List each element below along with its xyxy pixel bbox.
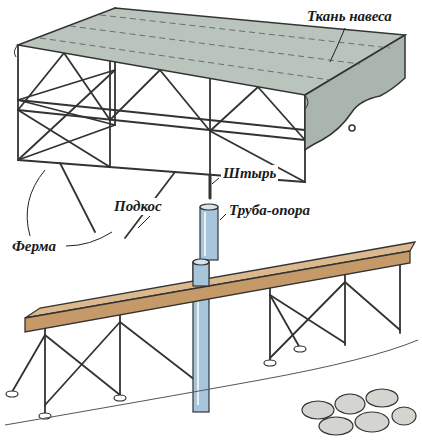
pin (209, 175, 212, 198)
bench-legs (120, 322, 195, 380)
truss-frame (210, 87, 258, 131)
bench-legs (12, 335, 45, 392)
truss-frame (160, 70, 210, 131)
truss-frame (18, 110, 110, 167)
bench-legs (270, 282, 345, 358)
stones (392, 407, 416, 425)
part-label: Ферма (10, 238, 58, 255)
truss-frame (18, 70, 115, 100)
leader-line (66, 232, 112, 246)
bench-legs (399, 264, 401, 333)
leader-line (27, 170, 45, 236)
truss-frame (18, 53, 64, 110)
stones (302, 389, 416, 435)
truss-frame (209, 78, 211, 175)
stones (335, 394, 365, 414)
leader-line (220, 214, 226, 220)
bench-plank (25, 242, 415, 332)
leader-line (212, 178, 219, 184)
bench-legs (45, 335, 120, 395)
truss-frame (17, 45, 19, 160)
bench-legs (345, 282, 400, 330)
truss-frame (110, 70, 160, 120)
canopy-fabric (349, 125, 355, 131)
ground-stake (114, 395, 126, 401)
truss-frame (18, 125, 115, 160)
canopy-fabric (14, 8, 405, 150)
part-label: Подкос (112, 198, 164, 215)
support-pipe-upper (200, 207, 218, 260)
leader-line (138, 216, 150, 228)
ground-stake (264, 360, 276, 366)
bench-legs (45, 322, 120, 405)
canopy-fabric (14, 45, 308, 109)
part-label: Штырь (221, 165, 278, 182)
support-pipe-upper (200, 204, 218, 210)
bench-legs (344, 274, 346, 345)
bench-legs (270, 295, 300, 348)
truss-frame (210, 131, 305, 182)
truss-frame (258, 87, 305, 140)
support-pipe-top (193, 259, 209, 286)
pin (209, 175, 212, 198)
stones (355, 412, 389, 432)
truss-frame (64, 53, 110, 120)
support-pipe-top (193, 259, 209, 265)
part-label: Ткань навеса (305, 8, 394, 25)
bench-legs (44, 328, 46, 415)
truss-frame (109, 61, 111, 167)
support-pipe-upper (200, 204, 218, 260)
part-label: Труба-опора (227, 202, 312, 219)
support-pipe-upper (204, 212, 206, 256)
canopy-fabric (305, 35, 405, 150)
bench-legs (119, 315, 121, 397)
brace-strut (60, 163, 175, 238)
canopy-fabric (40, 15, 390, 80)
truss-frame (18, 110, 305, 140)
stones (319, 417, 353, 435)
leader-line (27, 28, 345, 246)
ground-line (5, 340, 418, 425)
stones (366, 389, 398, 407)
ground-stake (6, 346, 306, 419)
ground-stake (6, 391, 18, 397)
brace-strut (60, 163, 95, 232)
stones (302, 401, 334, 419)
truss-frame (18, 100, 115, 125)
ground-stake (294, 346, 306, 352)
bench-plank (25, 242, 415, 318)
bench-plank (25, 251, 410, 332)
ground-line (5, 340, 418, 425)
leader-line (330, 28, 345, 62)
bench-legs (269, 288, 271, 362)
